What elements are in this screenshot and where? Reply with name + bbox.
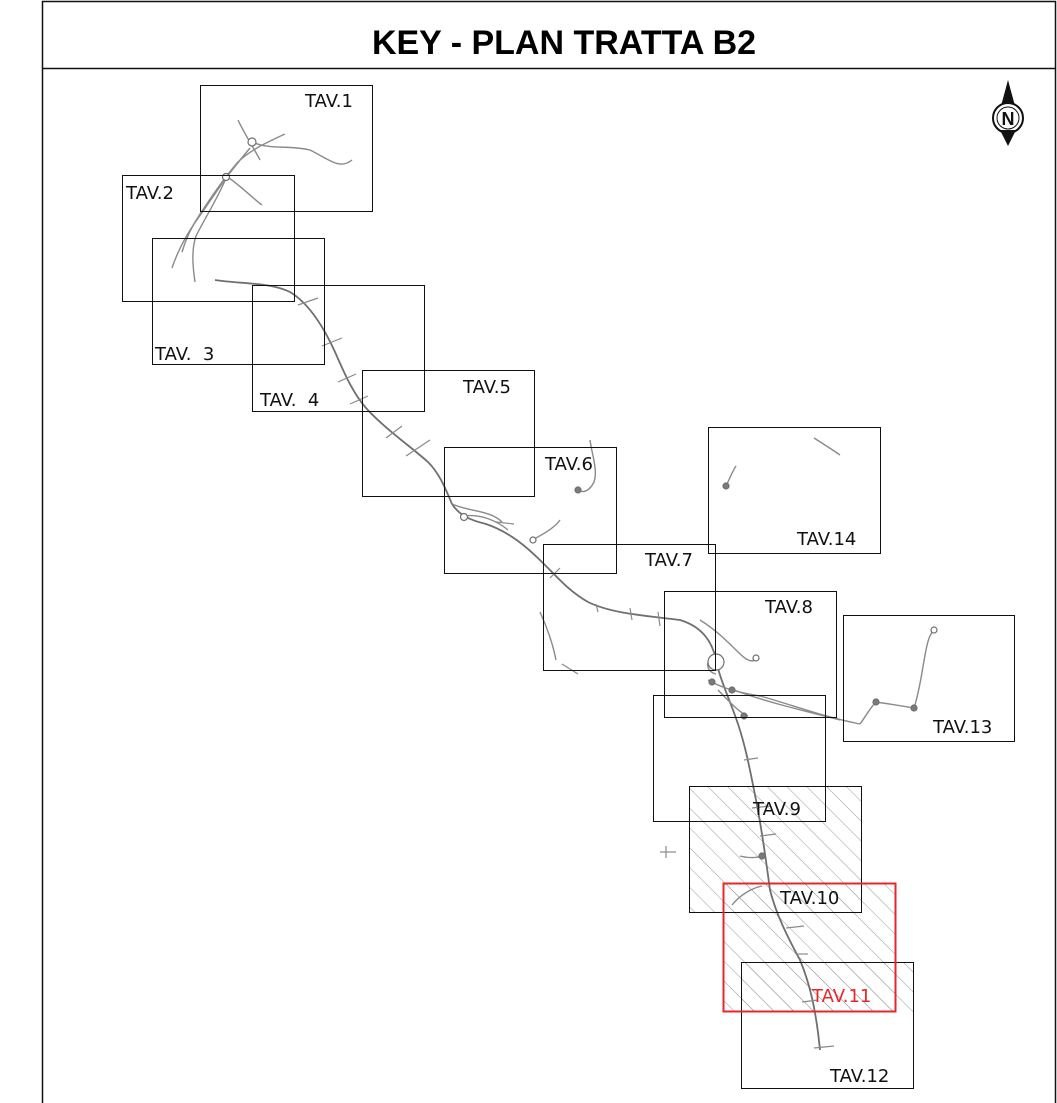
label-tav-7: TAV.7	[644, 550, 693, 571]
label-tav-5: TAV.5	[462, 377, 511, 398]
route-nodes	[221, 137, 938, 860]
north-letter: N	[1002, 109, 1015, 129]
label-tav-2: TAV.2	[125, 183, 174, 204]
sheet-tav-12[interactable]	[741, 962, 914, 1089]
label-tav-4: TAV. 4	[259, 390, 319, 411]
sheet-grid	[122, 85, 1015, 1089]
label-tav-1: TAV.1	[304, 91, 353, 112]
sheet-tav-6[interactable]	[444, 447, 617, 574]
sheet-labels: TAV.1 TAV.2 TAV. 3 TAV. 4 TAV.5 TAV.6 TA…	[125, 91, 992, 1087]
label-tav-14: TAV.14	[796, 529, 856, 550]
sheet-tav-1[interactable]	[200, 85, 373, 212]
label-tav-8: TAV.8	[764, 597, 813, 618]
sheet-tav-8[interactable]	[664, 591, 837, 718]
label-tav-6: TAV.6	[544, 454, 593, 475]
sheet-tav-14[interactable]	[708, 427, 881, 554]
sheet-tav-5[interactable]	[362, 370, 535, 497]
label-tav-10: TAV.10	[779, 888, 839, 909]
sheet-tav-9[interactable]	[689, 786, 862, 913]
sheet-hatch-tav-12	[741, 962, 914, 1013]
label-tav-13: TAV.13	[932, 717, 992, 738]
label-tav-9: TAV.9	[752, 799, 801, 820]
label-tav-12: TAV.12	[829, 1066, 889, 1087]
drawing-border	[41, 0, 1057, 1103]
sheet-tav-3[interactable]	[152, 238, 325, 365]
sheet-tav-7[interactable]	[543, 544, 716, 671]
sheet-tav-4[interactable]	[252, 285, 425, 412]
sheet-tav-13[interactable]	[843, 615, 1015, 742]
page-title: KEY - PLAN TRATTA B2	[372, 24, 756, 62]
sheet-tav-9-frame[interactable]	[653, 695, 826, 822]
label-tav-3: TAV. 3	[154, 344, 214, 365]
north-arrow-icon: N	[992, 80, 1024, 146]
label-tav-11: TAV.11	[811, 986, 871, 1007]
sheet-tav-11[interactable]	[722, 882, 897, 1013]
